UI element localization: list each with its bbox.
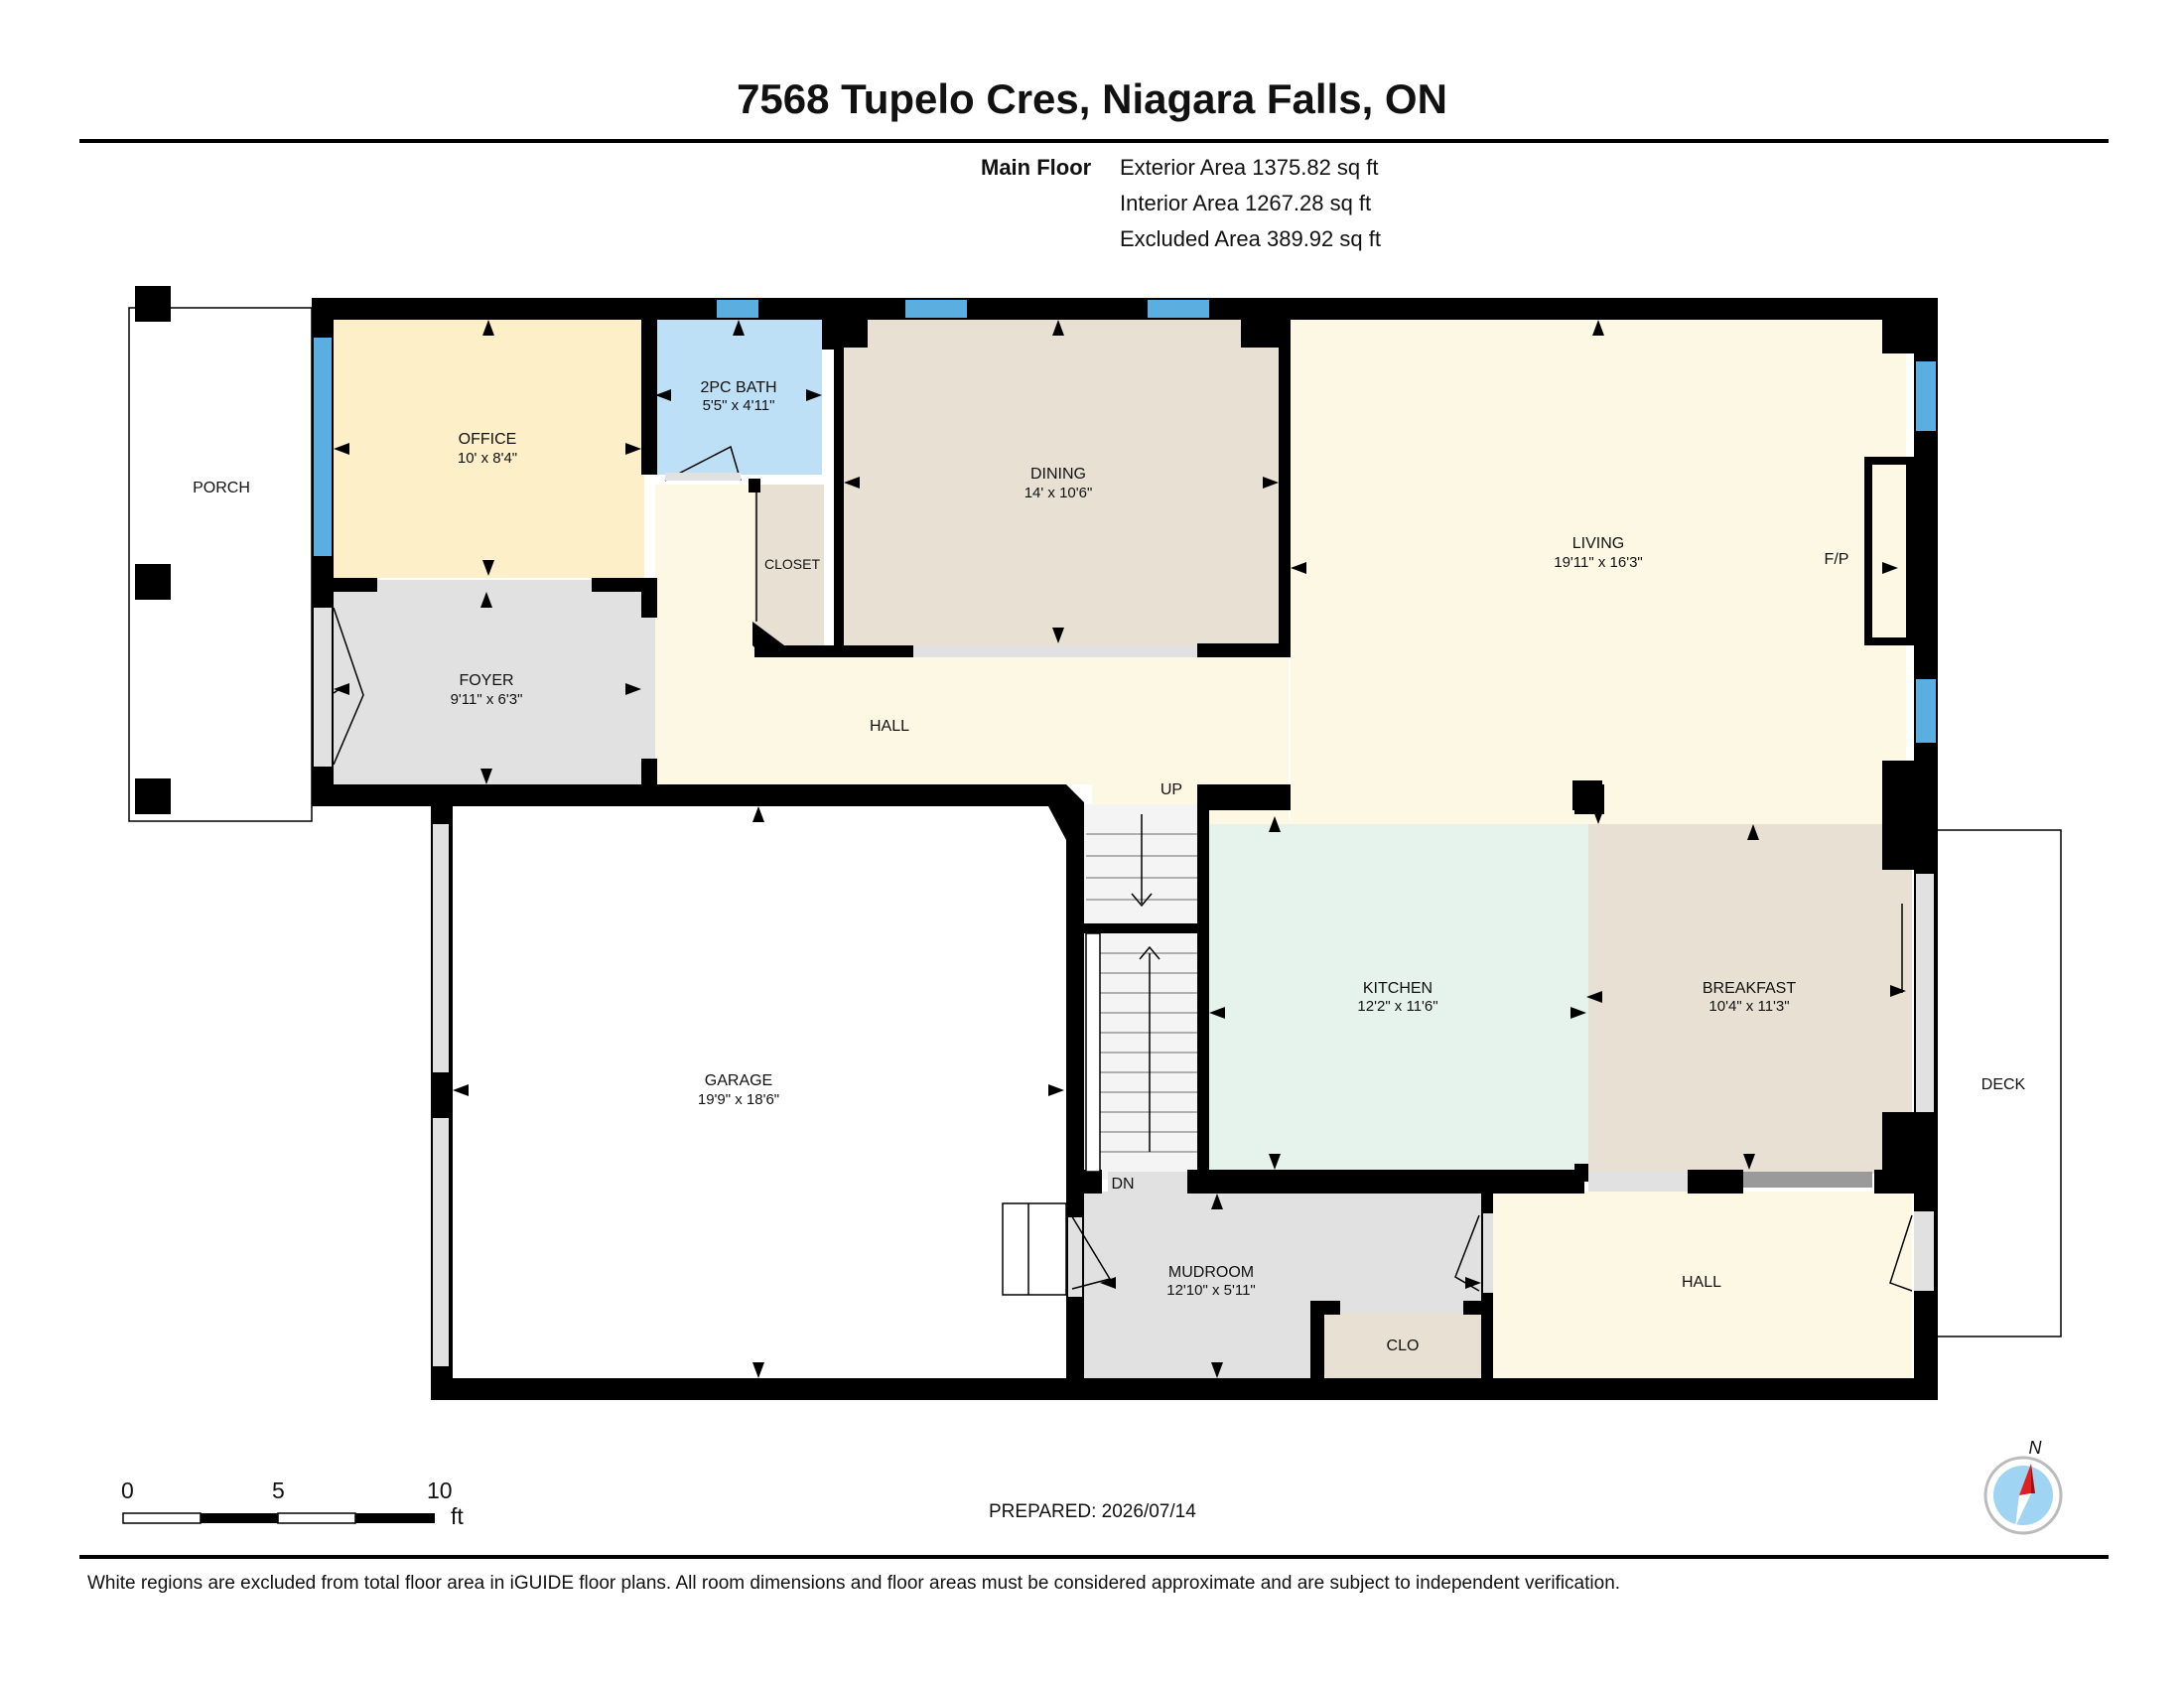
garage-step bbox=[1002, 1202, 1067, 1296]
dining-label: DINING bbox=[1030, 466, 1086, 483]
garage-dims: 19'9" x 18'6" bbox=[698, 1091, 779, 1108]
clo-label: CLO bbox=[1387, 1337, 1420, 1354]
foyer-dims: 9'11" x 6'3" bbox=[451, 691, 523, 708]
disclaimer-text: White regions are excluded from total fl… bbox=[87, 1573, 1621, 1594]
mudroom-dims: 12'10" x 5'11" bbox=[1166, 1282, 1256, 1299]
office-room bbox=[332, 318, 644, 578]
garage-label: GARAGE bbox=[705, 1072, 772, 1089]
door-swings bbox=[333, 445, 1913, 1292]
up-label: UP bbox=[1160, 781, 1182, 798]
scale-bar bbox=[122, 1512, 435, 1524]
fireplace bbox=[1864, 457, 1914, 645]
foyer-label: FOYER bbox=[459, 672, 513, 689]
stairs bbox=[1086, 833, 1197, 1153]
porch-post bbox=[135, 286, 171, 322]
breakfast-dims: 10'4" x 11'3" bbox=[1708, 998, 1789, 1015]
dining-room bbox=[842, 318, 1279, 645]
scale-unit: ft bbox=[451, 1503, 464, 1529]
rear-hall-room bbox=[1491, 1192, 1912, 1378]
openings bbox=[314, 580, 1934, 1366]
floor-label: Main Floor bbox=[981, 155, 1092, 180]
excluded-area: Excluded Area 389.92 sq ft bbox=[1120, 226, 1381, 251]
scale-mark-10: 10 bbox=[427, 1477, 453, 1503]
garage-room bbox=[451, 802, 1066, 1378]
bath-dims: 5'5" x 4'11" bbox=[703, 397, 775, 414]
breakfast-label: BREAKFAST bbox=[1703, 980, 1796, 997]
porch-label: PORCH bbox=[193, 480, 250, 496]
porch-post bbox=[135, 564, 171, 600]
foyer-room bbox=[332, 592, 644, 784]
bath-door-leaf bbox=[665, 473, 741, 481]
page-title: 7568 Tupelo Cres, Niagara Falls, ON bbox=[737, 75, 1447, 122]
stair-divider bbox=[1085, 932, 1101, 1173]
dimension-arrows bbox=[334, 320, 1906, 1378]
prepared-date: PREPARED: 2026/07/14 bbox=[989, 1501, 1196, 1522]
office-label: OFFICE bbox=[459, 431, 517, 448]
office-dims: 10' x 8'4" bbox=[458, 450, 517, 467]
windows bbox=[314, 300, 1936, 743]
garage-pillar bbox=[431, 1074, 453, 1118]
sliding-door bbox=[1743, 1172, 1872, 1188]
deck-label: DECK bbox=[1981, 1076, 2026, 1093]
bath-room bbox=[655, 318, 822, 475]
dn-label: DN bbox=[1111, 1176, 1134, 1193]
scale-mark-0: 0 bbox=[121, 1477, 134, 1503]
compass-icon: N bbox=[1983, 1438, 2063, 1535]
hall-area bbox=[655, 485, 1291, 824]
kitchen-dims: 12'2" x 11'6" bbox=[1357, 998, 1437, 1015]
dining-dims: 14' x 10'6" bbox=[1024, 485, 1093, 501]
living-room bbox=[1291, 318, 1906, 824]
porch-post bbox=[135, 778, 171, 814]
mudroom-label: MUDROOM bbox=[1168, 1264, 1254, 1281]
living-dims: 19'11" x 16'3" bbox=[1554, 554, 1643, 571]
compass-north-label: N bbox=[2029, 1438, 2043, 1458]
hall-label: HALL bbox=[870, 718, 909, 735]
exterior-area: Exterior Area 1375.82 sq ft bbox=[1120, 155, 1379, 180]
kitchen-label: KITCHEN bbox=[1363, 980, 1433, 997]
breakfast-room bbox=[1588, 824, 1912, 1174]
scale-mark-5: 5 bbox=[272, 1477, 285, 1503]
closet-room bbox=[754, 485, 824, 645]
kitchen-room bbox=[1209, 824, 1588, 1174]
clo-room bbox=[1324, 1311, 1481, 1378]
rear-hall-label: HALL bbox=[1682, 1274, 1721, 1291]
fireplace-label: F/P bbox=[1825, 551, 1849, 568]
closet-label: CLOSET bbox=[764, 556, 820, 572]
header-rule bbox=[79, 139, 2109, 143]
interior-area: Interior Area 1267.28 sq ft bbox=[1120, 191, 1372, 215]
living-label: LIVING bbox=[1572, 535, 1624, 552]
bath-label: 2PC BATH bbox=[700, 379, 776, 396]
footer-rule bbox=[79, 1555, 2109, 1559]
